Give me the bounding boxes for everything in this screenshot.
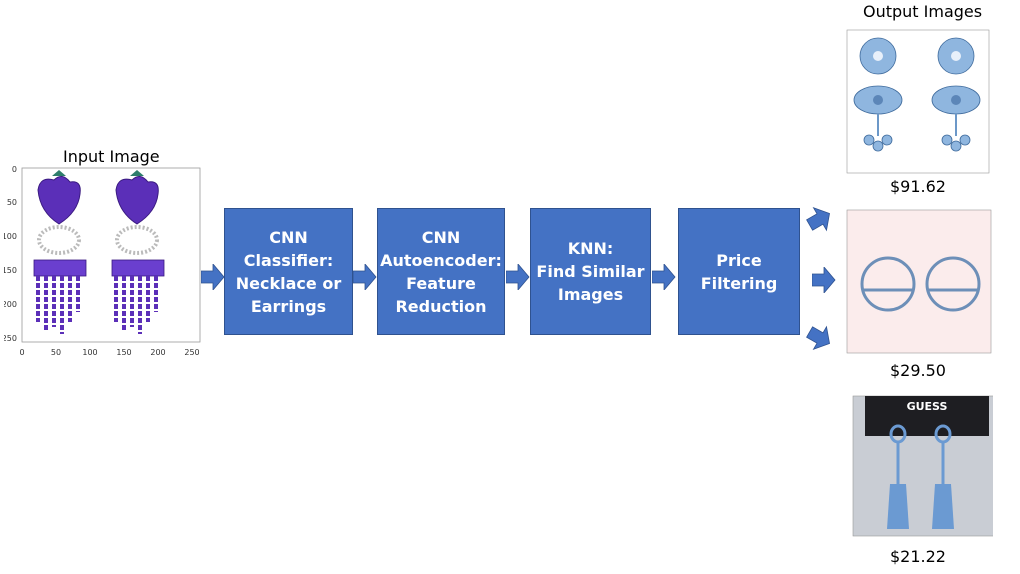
y-tick: 100 [4,232,17,241]
input-x-ticks: 0 50 100 150 200 250 [19,348,199,357]
x-tick: 100 [82,348,97,357]
step-price-filtering: Price Filtering [678,208,800,335]
output-earrings-flower-image [846,29,990,174]
output-earrings-hoop-image [846,209,992,354]
output-image-1 [843,28,993,178]
arrow-up-right-icon [806,206,830,232]
right-earring-illustration [111,170,165,334]
y-tick: 150 [4,266,17,275]
output-price-3: $21.22 [890,547,946,566]
x-tick: 250 [184,348,199,357]
y-tick: 200 [4,300,17,309]
brand-text: GUESS [907,400,948,413]
output-image-2 [843,208,993,356]
y-tick: 0 [12,165,17,174]
arrow-right-icon [812,267,836,293]
x-tick: 200 [150,348,165,357]
x-tick: 0 [19,348,24,357]
x-tick: 150 [116,348,131,357]
input-image-plot: 0 50 100 150 200 250 0 50 100 150 200 25… [2,162,204,362]
y-tick: 250 [4,334,17,343]
output-price-2: $29.50 [890,361,946,380]
step-knn: KNN: Find Similar Images [530,208,651,335]
arrow-down-right-icon [806,325,830,351]
arrow-right-icon [201,264,225,290]
step-cnn-autoencoder: CNN Autoencoder: Feature Reduction [377,208,505,335]
arrow-right-icon [353,264,377,290]
output-price-1: $91.62 [890,177,946,196]
y-tick: 50 [7,198,17,207]
input-image-title: Input Image [63,147,160,166]
left-earring-illustration [33,170,87,334]
input-y-ticks: 0 50 100 150 200 250 [2,165,17,343]
output-image-3: GUESS [843,394,996,542]
x-tick: 50 [51,348,61,357]
step-cnn-classifier: CNN Classifier: Necklace or Earrings [224,208,353,335]
output-earrings-tassel-image: GUESS [852,395,996,537]
arrow-right-icon [506,264,530,290]
arrow-right-icon [652,264,676,290]
input-earrings-image: 0 50 100 150 200 250 0 50 100 150 200 25… [2,165,201,357]
output-images-title: Output Images [863,2,983,21]
